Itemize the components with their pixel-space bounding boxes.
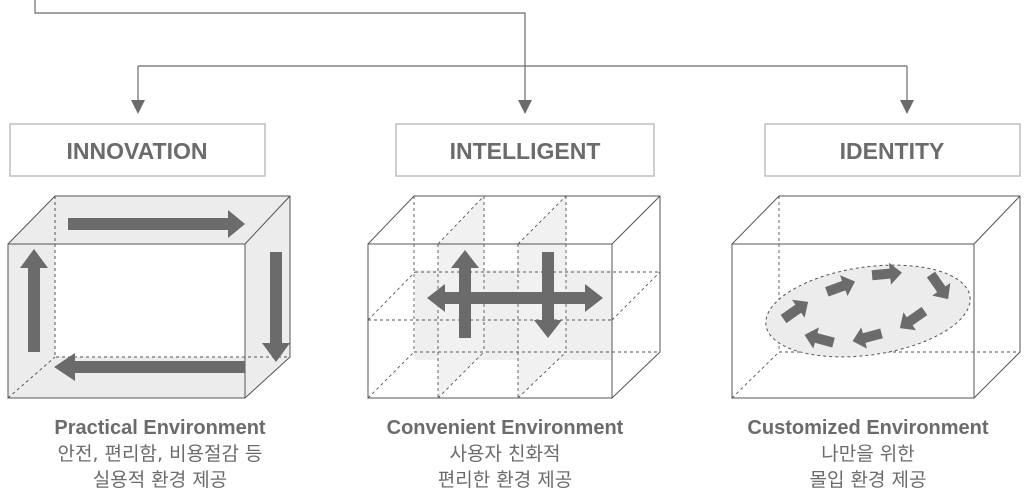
caption-desc-line1: 안전, 편리함, 비용절감 등	[57, 443, 263, 465]
orbit-arrow-icon	[825, 275, 856, 297]
arrow-vertical-up-icon	[451, 250, 479, 338]
caption-desc-line1: 나만을 위한	[821, 443, 915, 465]
caption-intelligent: Convenient Environment 사용자 친화적 편리한 환경 제공	[345, 415, 665, 493]
arrow-down-intelligent	[518, 100, 532, 114]
orbit-arrow-icon	[804, 327, 835, 349]
arrow-vertical-down-icon	[534, 252, 562, 338]
caption-desc-line2: 실용적 환경 제공	[92, 469, 228, 491]
caption-desc-line2: 몰입 환경 제공	[809, 469, 927, 491]
label-box-identity: IDENTITY	[764, 123, 1021, 177]
arrow-down-innovation	[131, 100, 145, 114]
arrow-up-icon	[20, 249, 48, 352]
orbit-arrows	[780, 262, 951, 349]
top-feed-line	[34, 0, 526, 100]
arrow-left-icon	[54, 353, 245, 381]
cube-identity	[731, 195, 1021, 399]
arrow-down-identity	[900, 100, 914, 114]
orbit-arrow-icon	[852, 327, 883, 349]
label-intelligent: INTELLIGENT	[450, 138, 601, 164]
arrow-down-icon	[262, 252, 290, 362]
arrow-horizontal-icon	[427, 284, 603, 312]
caption-title: Practical Environment	[54, 417, 266, 439]
orbit-arrow-icon	[926, 271, 951, 300]
orbit-arrow-icon	[871, 262, 902, 285]
label-identity: IDENTITY	[840, 138, 945, 164]
label-box-intelligent: INTELLIGENT	[395, 123, 655, 177]
caption-identity: Customized Environment 나만을 위한 몰입 환경 제공	[708, 415, 1028, 493]
down-arrows	[131, 66, 914, 114]
label-box-innovation: INNOVATION	[9, 123, 266, 177]
orbit-arrow-icon	[780, 299, 809, 324]
cube-innovation	[7, 195, 291, 399]
caption-desc-line1: 사용자 친화적	[449, 443, 561, 465]
caption-innovation: Practical Environment 안전, 편리함, 비용절감 등 실용…	[0, 415, 320, 493]
orbit-arrow-icon	[899, 306, 928, 331]
caption-title: Convenient Environment	[386, 417, 624, 439]
caption-desc-line2: 편리한 환경 제공	[437, 469, 573, 491]
inner-window	[55, 244, 245, 357]
arrow-right-icon	[68, 210, 245, 238]
connector-lines	[34, 0, 907, 100]
label-innovation: INNOVATION	[67, 138, 208, 164]
cube-intelligent	[367, 195, 661, 399]
caption-title: Customized Environment	[747, 417, 989, 439]
